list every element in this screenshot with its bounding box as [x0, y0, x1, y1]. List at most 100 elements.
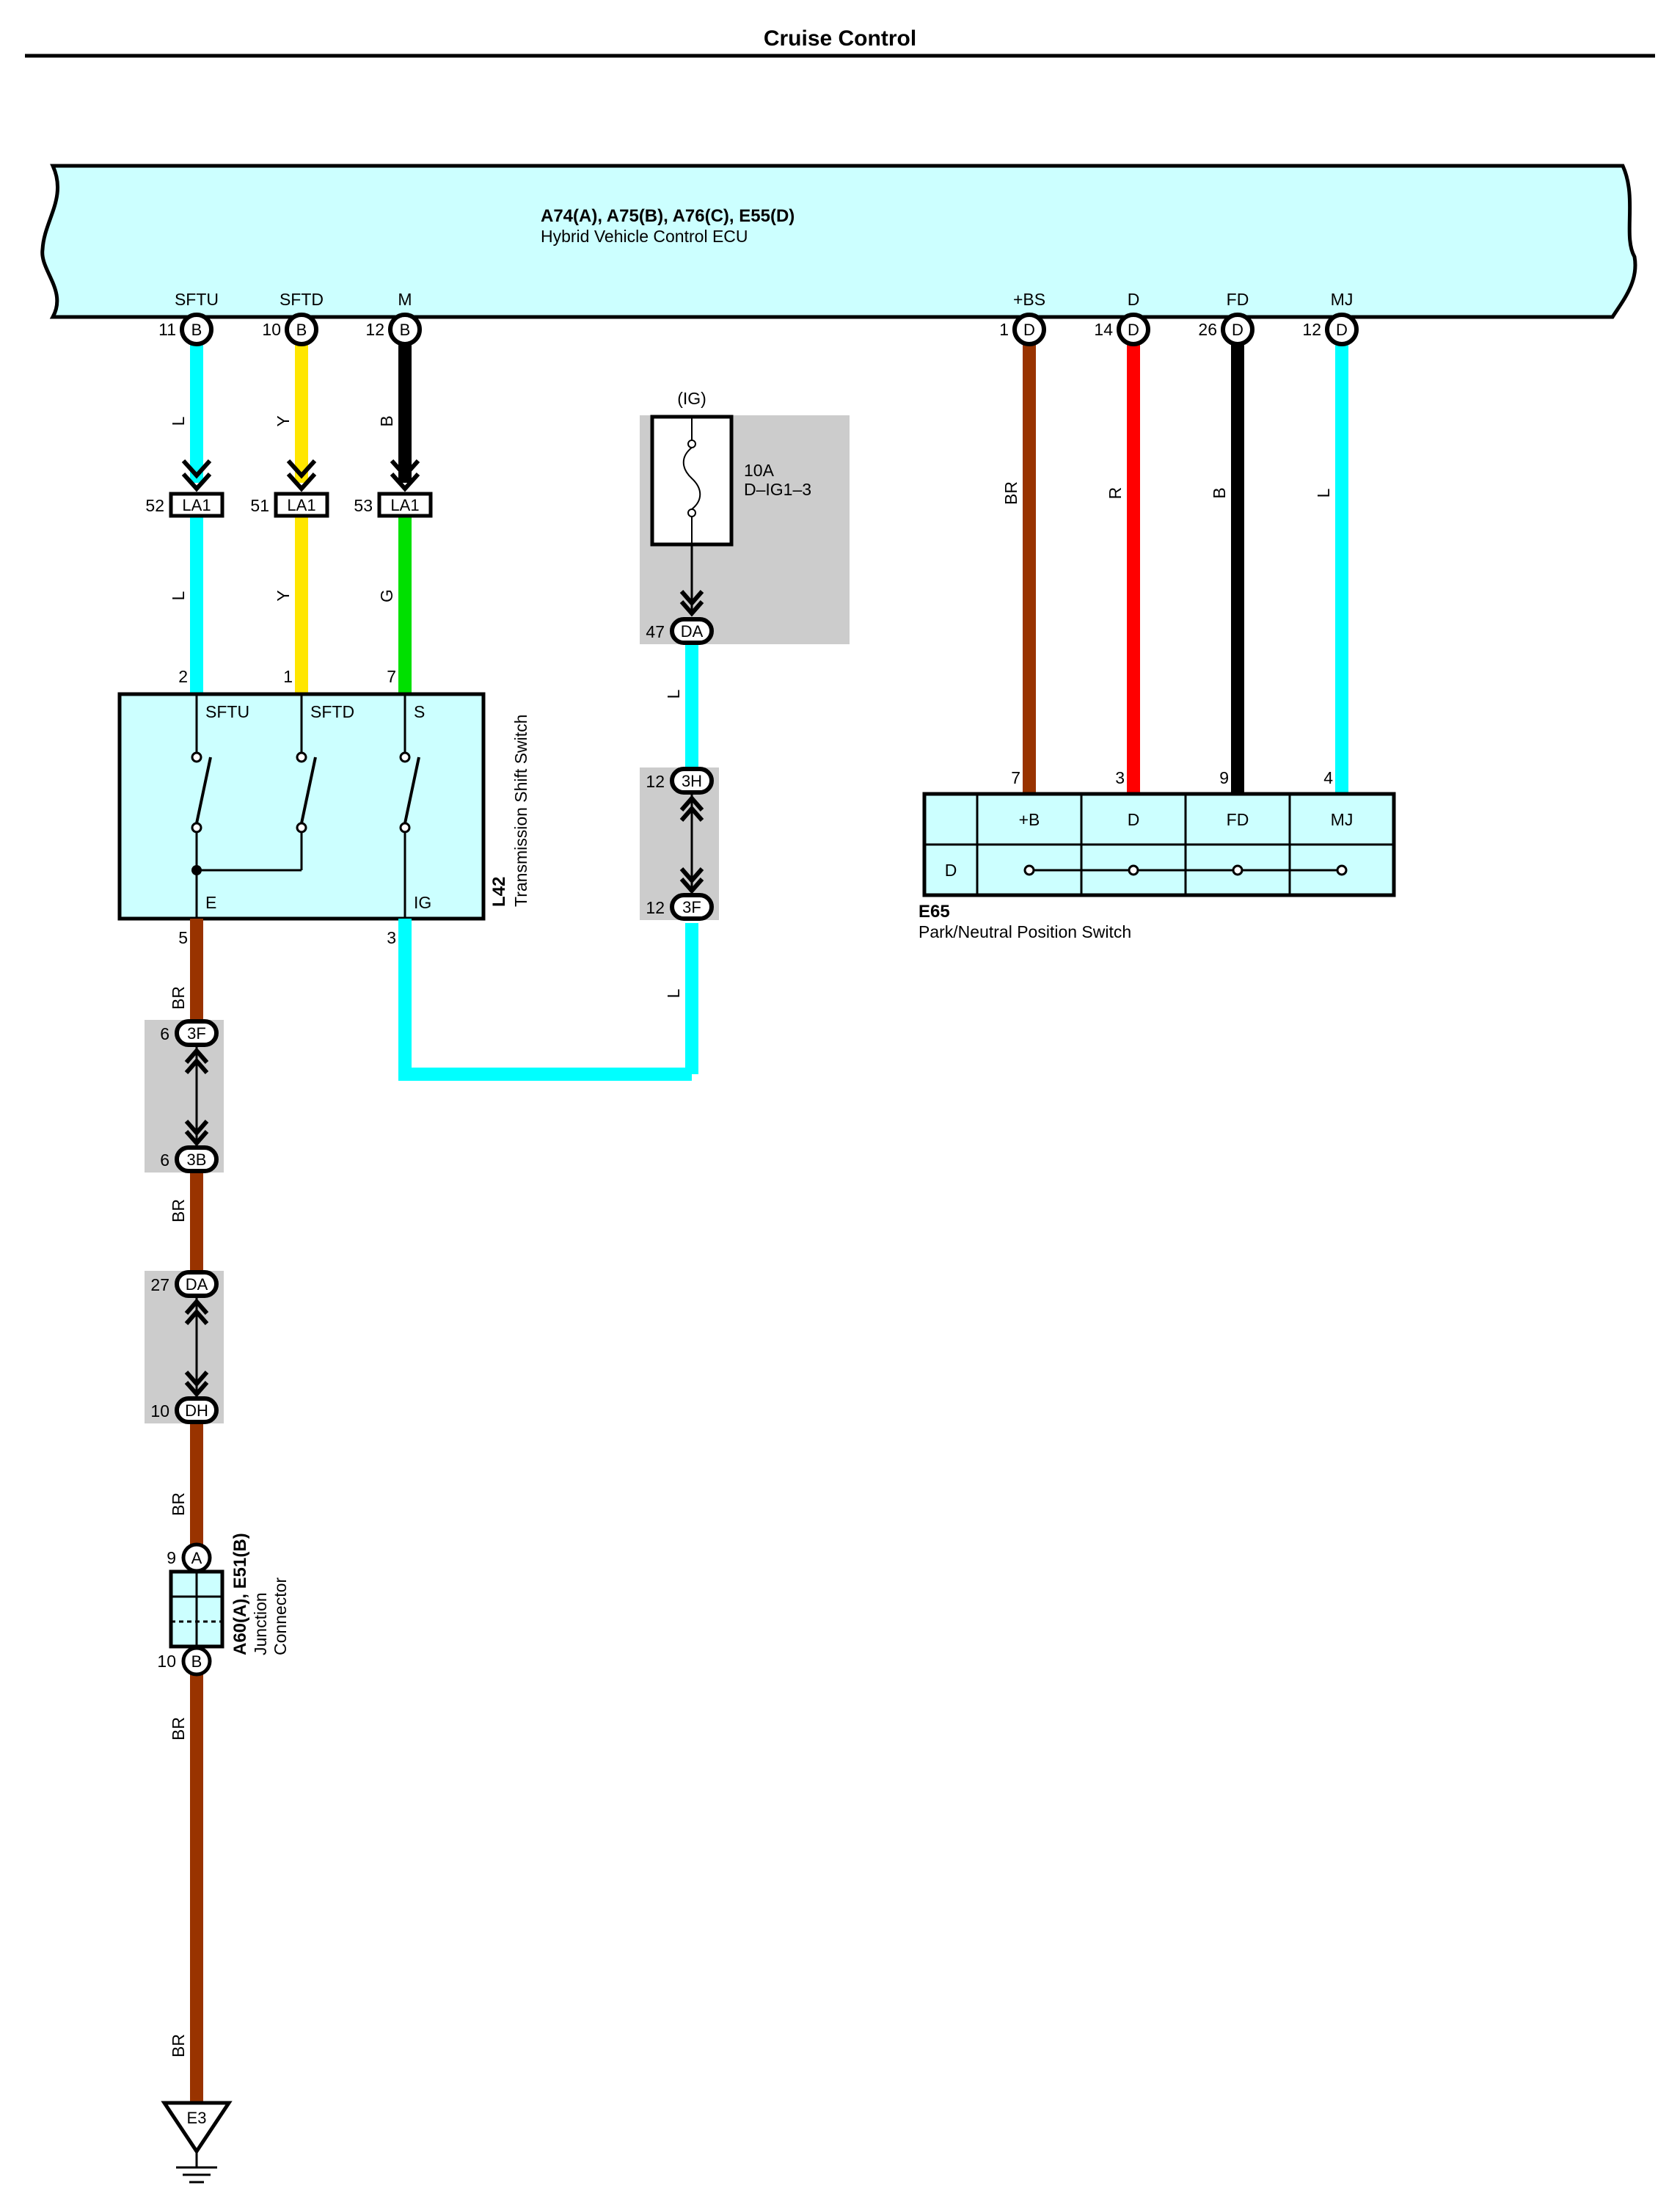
- pnp-pin-7: 7: [1011, 768, 1020, 787]
- ecu-name: Hybrid Vehicle Control ECU: [541, 227, 748, 246]
- switch-name: Transmission Shift Switch: [511, 715, 530, 907]
- svg-text:D: D: [1128, 321, 1139, 339]
- wire-code-sftd-lower: Y: [274, 590, 293, 601]
- wire-code-sftu-lower: L: [169, 591, 188, 600]
- switch-pin-1: 1: [283, 667, 293, 686]
- ground-symbol: E3: [161, 2101, 233, 2184]
- svg-text:10: 10: [262, 320, 281, 339]
- svg-text:B: B: [400, 321, 411, 339]
- ig-junction: 3H 12 3F 12: [640, 767, 719, 921]
- svg-text:LA1: LA1: [182, 496, 211, 514]
- ecu-term-mj: MJ: [1331, 290, 1354, 309]
- wire-code-pnp-bs: BR: [1001, 481, 1020, 505]
- svg-text:9: 9: [167, 1548, 176, 1567]
- ecu-box: [40, 164, 1637, 319]
- wire-code-ground-3: BR: [169, 1492, 188, 1516]
- svg-text:A: A: [191, 1549, 202, 1567]
- svg-text:B: B: [191, 321, 202, 339]
- la1-connector-53: LA1 53: [354, 459, 433, 518]
- svg-text:3B: 3B: [187, 1150, 207, 1169]
- la1-connector-52: LA1 52: [145, 459, 224, 518]
- svg-text:12: 12: [1302, 320, 1321, 339]
- pnp-pin-4: 4: [1323, 768, 1333, 787]
- fuse-block: (IG) 10A D–IG1–3: [640, 389, 850, 644]
- wire-ig-return: [398, 919, 692, 1081]
- pnp-col-b: +B: [1019, 810, 1040, 829]
- pnp-col-d: D: [1128, 810, 1140, 829]
- svg-text:14: 14: [1094, 320, 1113, 339]
- svg-text:LA1: LA1: [390, 496, 419, 514]
- pnp-col-mj: MJ: [1331, 810, 1354, 829]
- svg-text:3F: 3F: [682, 898, 701, 916]
- svg-text:DA: DA: [186, 1275, 208, 1294]
- junction-connector-name-1: Junction: [251, 1592, 270, 1655]
- page-title: Cruise Control: [764, 26, 916, 51]
- park-neutral-switch: 7 3 9 4 +B D FD MJ D E65 Park/Neutral Po…: [918, 768, 1396, 941]
- switch-pin-3: 3: [387, 928, 396, 947]
- transmission-shift-switch: 2 1 7 SFTU SFTD S E IG L42 Transmission …: [117, 667, 530, 921]
- svg-text:3H: 3H: [682, 772, 702, 790]
- ecu-term-m: M: [398, 290, 412, 309]
- wire-code-m-upper: B: [377, 415, 396, 426]
- ecu-term-sftu: SFTU: [175, 290, 219, 309]
- svg-text:D: D: [1232, 321, 1243, 339]
- svg-text:12: 12: [646, 898, 665, 917]
- svg-text:27: 27: [150, 1275, 169, 1294]
- switch-term-e: E: [205, 893, 216, 912]
- svg-text:B: B: [191, 1652, 202, 1671]
- wire-code-sftd-upper: Y: [274, 415, 293, 426]
- switch-term-ig: IG: [414, 893, 431, 912]
- junction-connector-name-2: Connector: [271, 1578, 290, 1655]
- ecu-terminal-d: D 14: [1094, 313, 1150, 346]
- wire-code-sftu-upper: L: [169, 416, 188, 426]
- ecu-terminal-sftd: B 10: [262, 313, 318, 346]
- svg-text:D: D: [1336, 321, 1348, 339]
- svg-text:D: D: [1023, 321, 1035, 339]
- svg-text:47: 47: [646, 622, 665, 641]
- svg-text:12: 12: [646, 772, 665, 791]
- svg-text:26: 26: [1198, 320, 1217, 339]
- la1-connector-51: LA1 51: [250, 459, 329, 518]
- ground-junction-da-dh: DA 27 DH 10: [145, 1270, 224, 1424]
- svg-text:B: B: [296, 321, 307, 339]
- ecu-terminal-fd: D 26: [1198, 313, 1254, 346]
- svg-text:10: 10: [150, 1401, 169, 1421]
- switch-term-s: S: [414, 702, 425, 721]
- ecu-terminal-mj: D 12: [1302, 313, 1359, 346]
- ecu-term-d: D: [1128, 290, 1140, 309]
- ecu-terminal-sftu: B 11: [158, 313, 213, 346]
- svg-text:52: 52: [145, 496, 164, 515]
- svg-text:LA1: LA1: [287, 496, 315, 514]
- wire-code-ground-5: BR: [169, 2034, 188, 2057]
- switch-pin-2: 2: [178, 667, 188, 686]
- junction-connector: A 9 B 10 A60(A), E51(B) Junction Connect…: [157, 1533, 290, 1677]
- svg-text:3F: 3F: [187, 1024, 206, 1043]
- switch-pin-5: 5: [178, 928, 188, 947]
- wire-code-m-lower: G: [377, 589, 396, 602]
- switch-pin-7: 7: [387, 667, 396, 686]
- ecu-terminal-m: B 12: [365, 313, 422, 346]
- wire-code-ground-1: BR: [169, 986, 188, 1010]
- svg-text:1: 1: [999, 320, 1009, 339]
- fuse-rating: 10A: [744, 461, 775, 480]
- pnp-pin-9: 9: [1219, 768, 1229, 787]
- ecu-term-fd: FD: [1227, 290, 1249, 309]
- wire-code-pnp-mj: L: [1314, 488, 1333, 497]
- wire-code-ig-2: L: [664, 988, 683, 998]
- pnp-row-d: D: [945, 861, 957, 880]
- ecu-term-bs: +BS: [1013, 290, 1045, 309]
- svg-text:E3: E3: [187, 2109, 207, 2127]
- switch-term-sftu: SFTU: [205, 702, 249, 721]
- ecu-term-sftd: SFTD: [280, 290, 324, 309]
- pnp-name: Park/Neutral Position Switch: [918, 922, 1131, 941]
- fuse-da-connector: DA 47: [646, 617, 714, 645]
- switch-id: L42: [489, 877, 509, 907]
- svg-text:51: 51: [250, 496, 269, 515]
- svg-text:6: 6: [160, 1024, 169, 1043]
- ecu-terminal-bs: D 1: [999, 313, 1046, 346]
- svg-text:12: 12: [365, 320, 384, 339]
- pnp-col-fd: FD: [1227, 810, 1249, 829]
- wire-code-pnp-d: R: [1106, 487, 1125, 500]
- junction-connector-id: A60(A), E51(B): [230, 1533, 250, 1655]
